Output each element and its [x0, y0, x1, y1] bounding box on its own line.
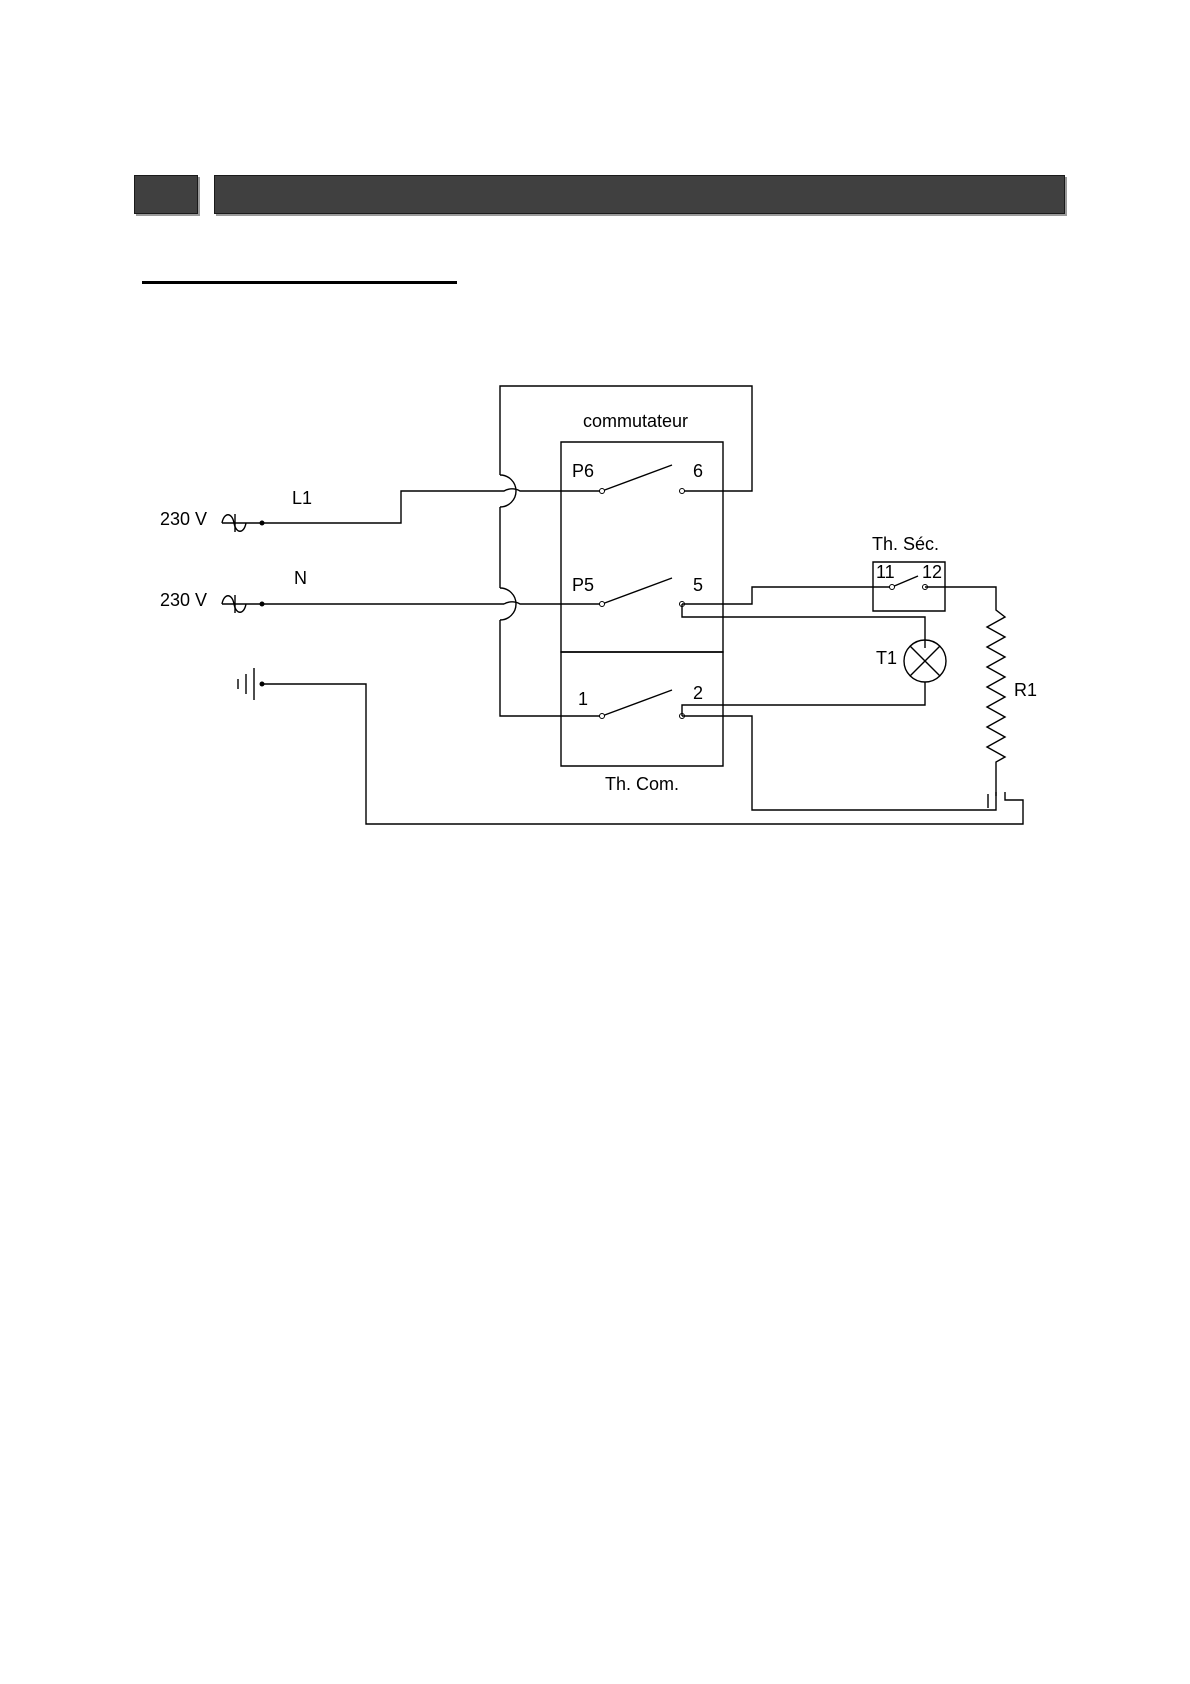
wire-2-to-r1 — [682, 716, 996, 810]
ground-icon — [238, 668, 265, 700]
terminal-6-label: 6 — [693, 461, 703, 481]
supply2-voltage-label: 230 V — [160, 590, 207, 610]
wire-loop-6-to-1 — [500, 386, 752, 716]
thermostat-com-label: Th. Com. — [605, 774, 679, 794]
switch-label: commutateur — [583, 411, 688, 431]
section-title-underline — [142, 281, 457, 284]
header-title-bar — [214, 175, 1065, 214]
resistor-label: R1 — [1014, 680, 1037, 700]
terminal-2-label: 2 — [693, 683, 703, 703]
wire-lamp-to-2 — [682, 682, 925, 716]
wire-thsec-to-r1 — [925, 587, 996, 604]
header-number-box — [134, 175, 198, 214]
line-label: L1 — [292, 488, 312, 508]
wire-5-to-thsec — [682, 587, 892, 604]
supply1-voltage-label: 230 V — [160, 509, 207, 529]
thermostat-contact — [600, 690, 685, 719]
terminal-p6-label: P6 — [572, 461, 594, 481]
terminal-5-label: 5 — [693, 575, 703, 595]
resistor-icon — [987, 604, 1005, 780]
ac-source-n — [222, 595, 265, 613]
thermostat-com-box — [561, 652, 723, 766]
terminal-p5-label: P5 — [572, 575, 594, 595]
thermostat-sec-label: Th. Séc. — [872, 534, 939, 554]
wire-ground — [262, 684, 1023, 824]
wire-l1 — [262, 491, 500, 523]
switch-contact-p6 — [600, 465, 685, 494]
switch-contact-p5 — [600, 578, 685, 607]
ac-source-l1 — [222, 514, 265, 532]
wire-5-to-lamp — [682, 604, 925, 648]
lamp-label: T1 — [876, 648, 897, 668]
terminal-11-label: 11 — [876, 562, 895, 582]
terminal-1-label: 1 — [578, 689, 588, 709]
terminal-12-label: 12 — [922, 562, 942, 582]
neutral-label: N — [294, 568, 307, 588]
